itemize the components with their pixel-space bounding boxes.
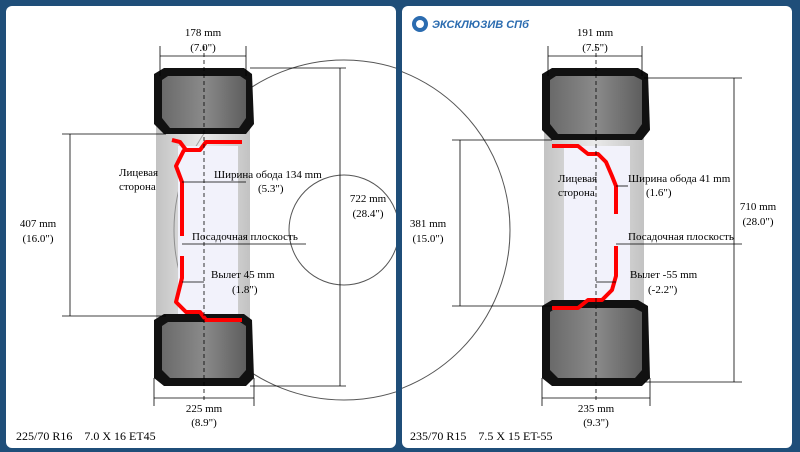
- mount-plane-label: Посадочная плоскость: [628, 231, 734, 243]
- brand-logo: ЭКСКЛЮЗИВ СПб: [412, 16, 530, 32]
- right-wheel-diagram: ЭКСКЛЮЗИВ СПб 191 mm (7.5") 381 mm (15.0…: [402, 16, 777, 443]
- mount-plane-label: Посадочная плоскость: [192, 231, 298, 243]
- outer-diam-in-label: (28.0"): [742, 216, 773, 228]
- face-label-2: сторона: [558, 187, 595, 199]
- left-caption: 225/70 R16 7.0 X 16 ET45: [16, 429, 156, 443]
- rim-diam-in-label: (16.0"): [22, 233, 53, 245]
- logo-text: ЭКСКЛЮЗИВ СПб: [432, 19, 530, 31]
- rim-width-in-label: (1.6"): [646, 187, 672, 199]
- rim-profile: [552, 144, 618, 310]
- width-in-label: (7.0"): [190, 42, 216, 54]
- outer-diam-in-label: (28.4"): [352, 208, 383, 220]
- width-mm-label: 191 mm: [577, 27, 614, 39]
- offset-label: Вылет 45 mm: [211, 269, 275, 281]
- rim-profile: [171, 138, 242, 322]
- right-wheel-panel: ЭКСКЛЮЗИВ СПб 191 mm (7.5") 381 mm (15.0…: [402, 6, 792, 448]
- width-in-label: (7.5"): [582, 42, 608, 54]
- face-label-2: сторона: [119, 181, 156, 193]
- tire-width-mm-label: 235 mm: [578, 403, 615, 415]
- wheel-inner: [564, 146, 630, 306]
- rim-width-label: Ширина обода 134 mm: [214, 169, 322, 181]
- offset-in-label: (1.8"): [232, 284, 258, 296]
- rim-diam-in-label: (15.0"): [412, 233, 443, 245]
- outer-circle-continued: [402, 71, 511, 389]
- outer-diam-mm-label: 710 mm: [740, 201, 777, 213]
- face-label-1: Лицевая: [558, 173, 597, 185]
- wheel-inner: [178, 146, 238, 316]
- left-wheel-diagram: 178 mm (7.0") 407 mm (16.0") Лицевая сто…: [16, 27, 396, 443]
- right-caption: 235/70 R15 7.5 X 15 ET-55: [410, 429, 553, 443]
- tire-width-mm-label: 225 mm: [186, 403, 223, 415]
- rim-diam-mm-label: 381 mm: [410, 218, 447, 230]
- rim-width-in-label: (5.3"): [258, 183, 284, 195]
- inner-circle: [288, 174, 396, 286]
- offset-in-label: (-2.2"): [648, 284, 678, 296]
- face-label-1: Лицевая: [119, 167, 158, 179]
- left-wheel-panel: 178 mm (7.0") 407 mm (16.0") Лицевая сто…: [6, 6, 396, 448]
- rim-diam-mm-label: 407 mm: [20, 218, 57, 230]
- tire-width-in-label: (9.3"): [583, 417, 609, 429]
- tire-width-in-label: (8.9"): [191, 417, 217, 429]
- outer-diam-mm-label: 722 mm: [350, 193, 387, 205]
- width-mm-label: 178 mm: [185, 27, 222, 39]
- offset-label: Вылет -55 mm: [630, 269, 698, 281]
- rim-width-label: Ширина обода 41 mm: [628, 173, 731, 185]
